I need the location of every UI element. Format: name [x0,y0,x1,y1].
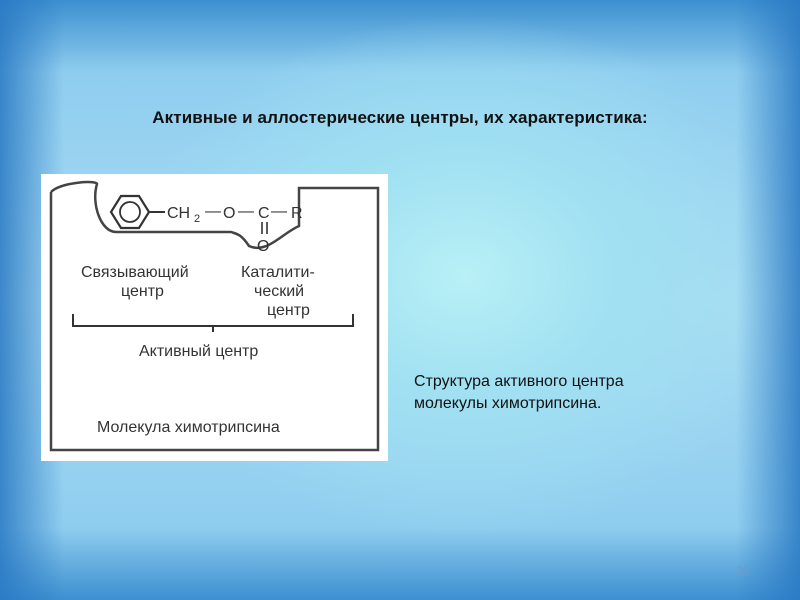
chymotrypsin-figure: CH 2 — O — C — R O Связывающий центр Кат… [41,174,388,461]
formula-bond-3: — [271,203,287,220]
active-center-diagram: CH 2 — O — C — R O Связывающий центр Кат… [49,180,380,452]
active-center-brace [72,314,354,327]
binding-center-label-1: Связывающий [81,264,189,281]
molecule-outline [49,180,380,452]
benzene-inner-circle [119,201,141,223]
catalytic-center-label-2: ческий [254,283,304,300]
page-number: 26 [736,564,750,578]
slide-title: Активные и аллостерические центры, их ха… [152,108,648,127]
molecule-label: Молекула химотрипсина [97,419,280,436]
formula-r: R [291,205,303,222]
catalytic-center-label-1: Каталити- [241,264,315,281]
formula-ch2-subscript: 2 [194,213,200,225]
formula-bond-1: — [205,203,221,220]
catalytic-center-label-3: центр [267,302,310,319]
active-center-label: Активный центр [139,343,258,360]
formula-ch2: CH [167,205,190,222]
benzene-ring-icon [109,194,151,230]
figure-caption: Структура активного центра молекулы химо… [414,371,704,415]
caption-line-2: молекулы химотрипсина. [414,395,602,412]
formula-oxygen: O [223,205,235,222]
binding-center-label-2: центр [121,283,164,300]
formula-carbon: C [258,205,270,222]
formula-carbonyl-oxygen: O [257,238,269,255]
formula-bond-2: — [238,203,254,220]
caption-line-1: Структура активного центра [414,373,624,390]
